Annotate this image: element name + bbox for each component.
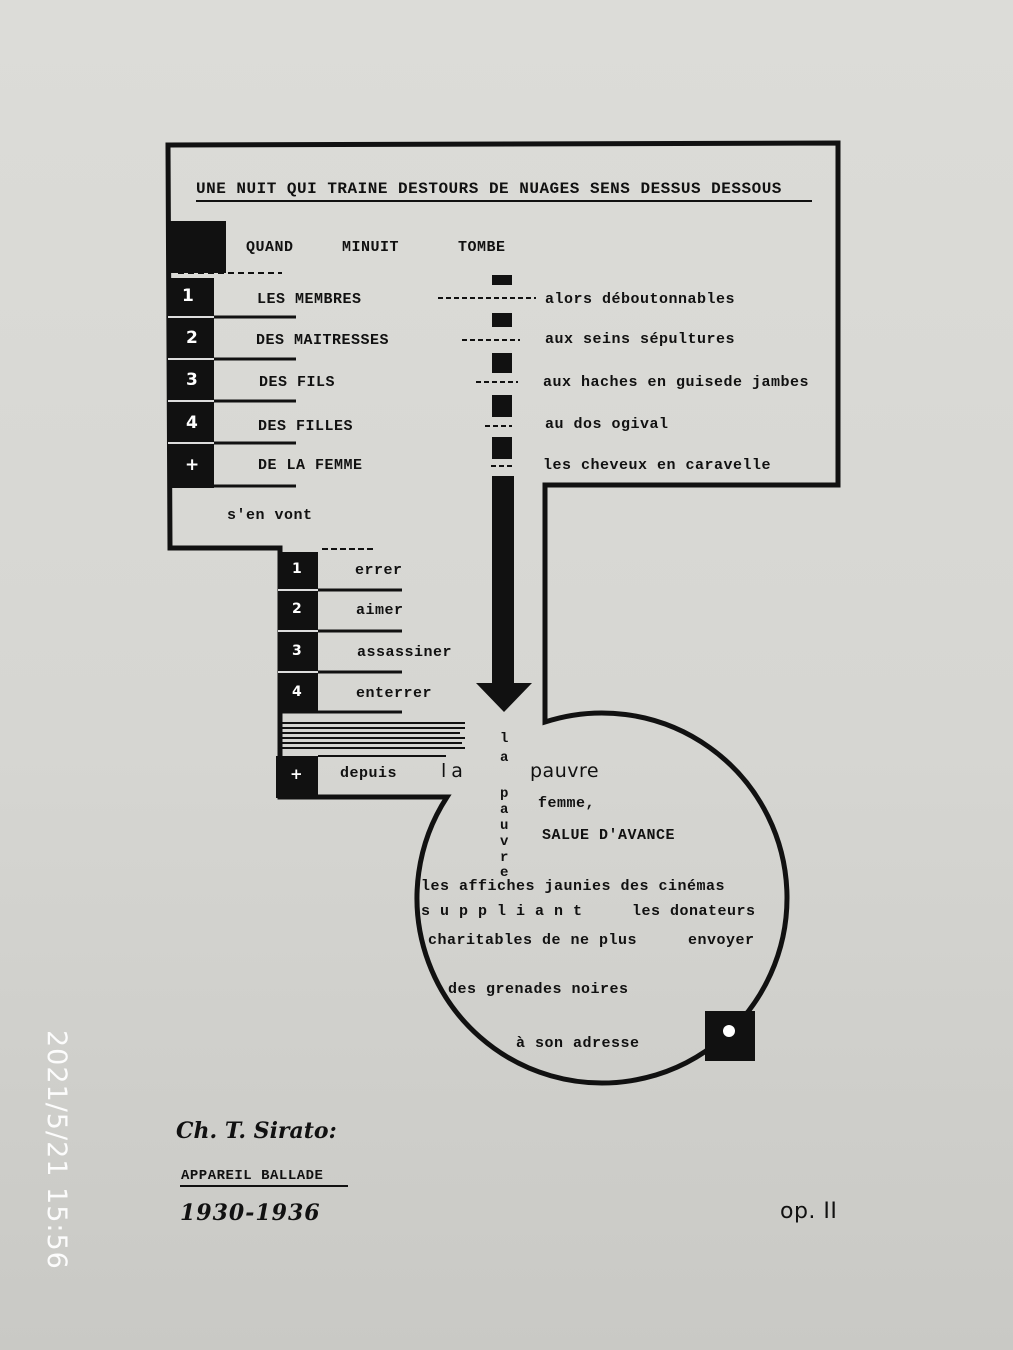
work-title: APPAREIL BALLADE xyxy=(181,1168,324,1184)
header-tombe: TOMBE xyxy=(458,239,506,256)
arrow-blocks xyxy=(492,275,514,686)
circle-salue: SALUE D'AVANCE xyxy=(542,827,676,844)
number-separators xyxy=(168,316,214,444)
verb-number-3: 3 xyxy=(292,643,302,659)
circle-line-5: à son adresse xyxy=(516,1035,640,1052)
number-column xyxy=(168,278,214,488)
circle-line-4: des grenades noires xyxy=(448,981,629,998)
down-arrow-head xyxy=(476,683,532,712)
depuis-label: depuis xyxy=(340,765,398,782)
corner-dot xyxy=(723,1025,735,1037)
circle-femme: femme, xyxy=(538,795,596,812)
vertical-letter: a xyxy=(500,802,509,818)
depuis-number-block xyxy=(276,756,318,798)
row-number-5: + xyxy=(185,455,200,475)
photo-timestamp: 2021/5/21 15:56 xyxy=(41,1030,72,1270)
row-number-2: 2 xyxy=(186,328,198,348)
vertical-letter: a xyxy=(500,750,509,766)
work-years: 1930-1936 xyxy=(180,1200,321,1226)
vertical-letter: r xyxy=(500,850,509,866)
author-signature: Ch. T. Sirato: xyxy=(176,1118,337,1144)
verb-number-1: 1 xyxy=(292,561,302,577)
circle-line-3a: charitables de ne plus xyxy=(428,932,638,949)
row-subject-3: DES FILS xyxy=(259,374,336,391)
verb-errer: errer xyxy=(355,562,403,579)
dash-connectors xyxy=(438,297,536,467)
sen-vont-label: s'en vont xyxy=(227,507,313,524)
row-subject-4: DES FILLES xyxy=(258,418,354,435)
row-subject-1: LES MEMBRES xyxy=(257,291,362,308)
vertical-letter: l xyxy=(500,731,509,747)
row-number-1: 1 xyxy=(182,286,194,306)
row-phrase-4: au dos ogival xyxy=(545,416,669,433)
vertical-letter: e xyxy=(500,865,509,881)
verb-assassiner: assassiner xyxy=(357,644,453,661)
la-word: la xyxy=(441,760,468,782)
pauvre-word: pauvre xyxy=(530,760,600,782)
circle-line-2b: les donateurs xyxy=(632,903,756,920)
row-phrase-1: alors déboutonnables xyxy=(545,291,736,308)
vertical-letter: p xyxy=(500,786,509,802)
row-number-3: 3 xyxy=(186,370,198,390)
verb-aimer: aimer xyxy=(356,602,404,619)
header-quand: QUAND xyxy=(246,239,294,256)
verb-number-4: 4 xyxy=(292,684,302,700)
opus-label: op. II xyxy=(780,1199,838,1224)
row-phrase-5: les cheveux en caravelle xyxy=(543,457,772,474)
circle-line-1: les affiches jaunies des cinémas xyxy=(421,878,726,895)
row-phrase-2: aux seins sépultures xyxy=(545,331,736,348)
circle-line-2a: s u p p l i a n t xyxy=(421,903,583,920)
hatched-strip xyxy=(280,722,465,749)
vertical-letter: u xyxy=(500,818,509,834)
row-subject-5: DE LA FEMME xyxy=(258,457,363,474)
poem-title: UNE NUIT QUI TRAINE DESTOURS DE NUAGES S… xyxy=(196,180,782,198)
circle-line-3b: envoyer xyxy=(688,932,755,949)
row-phrase-3: aux haches en guisede jambes xyxy=(543,374,810,391)
header-minuit: MINUIT xyxy=(342,239,400,256)
vertical-letter: v xyxy=(500,834,509,850)
verb-enterrer: enterrer xyxy=(356,685,433,702)
row-subject-2: DES MAITRESSES xyxy=(256,332,390,349)
header-block xyxy=(168,221,226,273)
verb-number-2: 2 xyxy=(292,601,302,617)
row-number-4: 4 xyxy=(186,413,198,433)
depuis-number: + xyxy=(290,765,303,783)
